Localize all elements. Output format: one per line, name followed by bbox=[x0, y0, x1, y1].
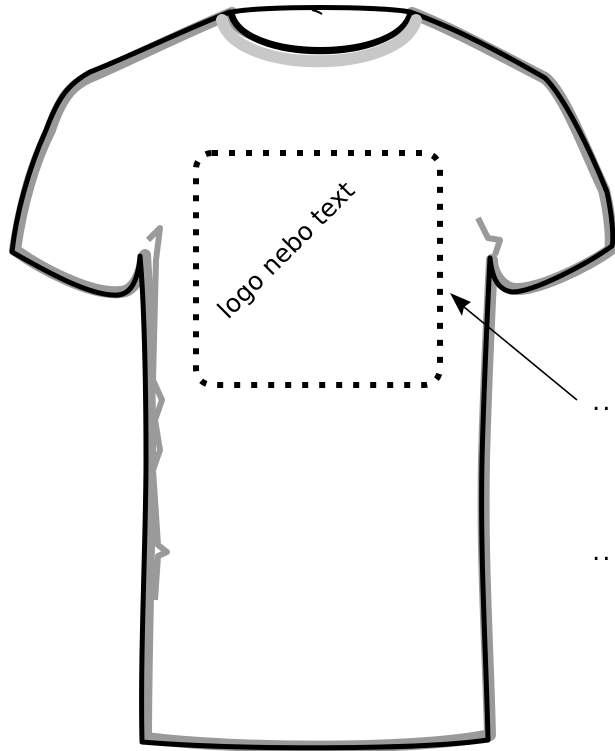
annotation-line-2: ... bbox=[592, 537, 615, 567]
annotation-line-1: ... bbox=[592, 387, 615, 417]
tshirt-shadow bbox=[15, 13, 611, 747]
